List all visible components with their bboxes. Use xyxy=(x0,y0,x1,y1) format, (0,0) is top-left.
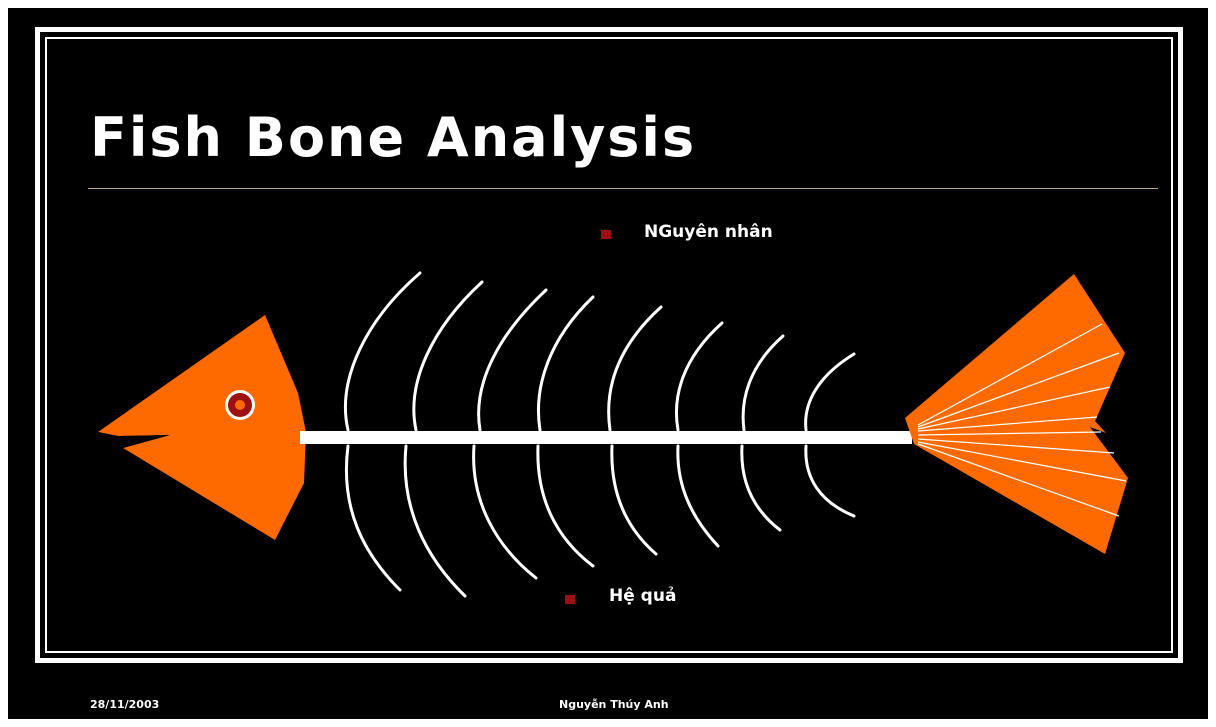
fish-rib-icon xyxy=(479,290,546,430)
slide: Fish Bone Analysis NGuyên nhân Hệ quả xyxy=(8,8,1208,719)
fish-rib-icon xyxy=(345,273,420,430)
fish-rib-icon xyxy=(609,307,661,430)
fish-rib-icon xyxy=(743,336,783,430)
fish-rib-icon xyxy=(538,446,593,566)
fish-rib-icon xyxy=(346,446,400,590)
fish-rib-icon xyxy=(474,446,536,578)
fish-rib-icon xyxy=(612,446,656,554)
fish-head-icon xyxy=(98,315,306,540)
fish-rib-icon xyxy=(405,446,465,596)
footer-date: 28/11/2003 xyxy=(90,698,159,711)
fish-rib-icon xyxy=(806,446,854,516)
fish-spine-icon xyxy=(300,431,912,444)
fish-rib-icon xyxy=(538,297,593,430)
fish-rib-icon xyxy=(676,323,722,430)
fish-rib-icon xyxy=(806,354,854,430)
footer-author: Nguyễn Thúy Anh xyxy=(559,698,669,711)
fish-bone-diagram xyxy=(8,8,1208,719)
fish-eye-icon xyxy=(225,390,255,420)
fish-tail-icon xyxy=(905,274,1128,554)
fish-rib-icon xyxy=(678,446,718,546)
fish-rib-icon xyxy=(742,446,780,530)
fish-rib-icon xyxy=(414,282,482,430)
